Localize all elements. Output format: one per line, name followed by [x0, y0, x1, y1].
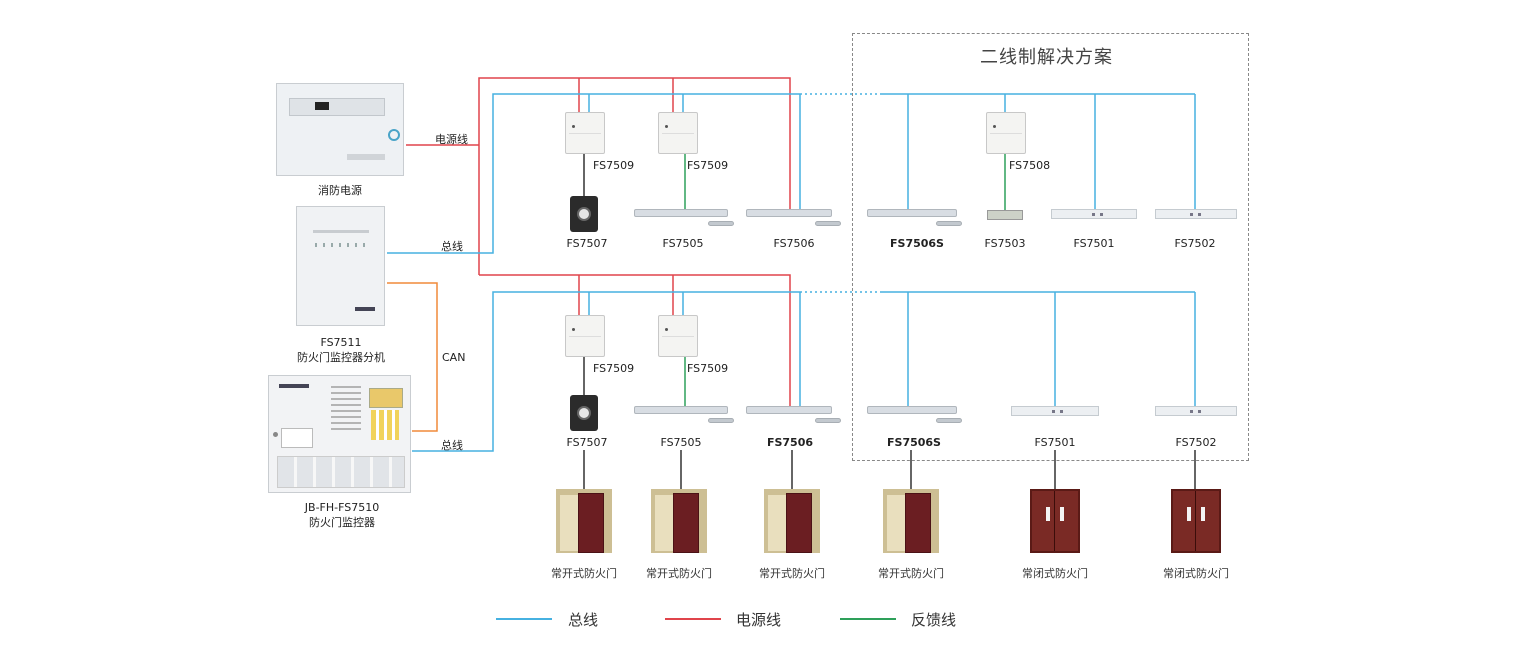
- legend-label-bus: 总线: [568, 611, 599, 629]
- two-wire-solution-box: [852, 33, 1249, 461]
- fire-power-supply: [276, 83, 404, 176]
- lock-icon: [273, 432, 278, 437]
- device-label: FS7502: [1174, 237, 1216, 250]
- module-label: FS7508: [1009, 159, 1051, 172]
- door-closer-icon: [867, 406, 957, 414]
- module-label: FS7509: [687, 159, 729, 172]
- door-caption: 常闭式防火门: [1022, 567, 1088, 580]
- device-label: FS7506: [773, 237, 815, 250]
- screen-display: [369, 388, 403, 408]
- sub-unit-name: 防火门监控器分机: [297, 351, 385, 364]
- module-label: FS7509: [687, 362, 729, 375]
- legend-swatch-power: [665, 618, 721, 620]
- bus-wire-label-bottom: 总线: [441, 439, 463, 452]
- electric-lock-icon: [987, 210, 1023, 220]
- power-line-trunk: [478, 77, 791, 275]
- door-closer-arm: [936, 221, 962, 226]
- module-fs7508-top: [986, 112, 1026, 154]
- door-sensor-strip-icon: [1155, 209, 1237, 219]
- door-closer-icon: [867, 209, 957, 217]
- device-label: FS7506S: [890, 237, 944, 250]
- bus-line-top-feed: [387, 93, 800, 254]
- device-label: FS7506: [766, 436, 814, 449]
- door-caption: 常开式防火门: [646, 567, 712, 580]
- legend-label-power: 电源线: [736, 611, 782, 629]
- module-fs7509-top-2: [658, 112, 698, 154]
- bus-wire-label-top: 总线: [441, 240, 463, 253]
- device-label: FS7501: [1034, 436, 1076, 449]
- device-label: FS7505: [660, 436, 702, 449]
- power-line-bottom: [479, 274, 791, 410]
- device-label: FS7507: [566, 237, 608, 250]
- main-unit-model: JB-FH-FS7510: [304, 501, 380, 514]
- power-indicator-icon: [388, 129, 400, 141]
- door-closer-arm: [708, 221, 734, 226]
- fs7510-main-unit: [268, 375, 411, 493]
- door-caption: 常开式防火门: [551, 567, 617, 580]
- legend-swatch-feedback: [840, 618, 896, 620]
- device-label: FS7506S: [887, 436, 941, 449]
- door-caption: 常开式防火门: [759, 567, 825, 580]
- door-closer-icon: [634, 209, 728, 217]
- open-fire-door-icon: [651, 489, 707, 553]
- device-label: FS7507: [566, 436, 608, 449]
- can-line: [387, 282, 438, 432]
- module-fs7509-bottom-1: [565, 315, 605, 357]
- door-sensor-strip-icon: [1155, 406, 1237, 416]
- door-closer-icon: [746, 406, 832, 414]
- device-label: FS7503: [984, 237, 1026, 250]
- door-closer-icon: [746, 209, 832, 217]
- device-label: FS7502: [1175, 436, 1217, 449]
- magnet-holder-icon: [570, 395, 598, 431]
- solution-title: 二线制解决方案: [980, 47, 1113, 68]
- door-closer-arm: [936, 418, 962, 423]
- module-fs7509-bottom-2: [658, 315, 698, 357]
- legend-label-feedback: 反馈线: [911, 611, 957, 629]
- main-unit-name: 防火门监控器: [308, 516, 375, 529]
- door-sensor-strip-icon: [1051, 209, 1137, 219]
- door-caption: 常开式防火门: [878, 567, 944, 580]
- open-fire-door-icon: [764, 489, 820, 553]
- open-fire-door-icon: [556, 489, 612, 553]
- module-label: FS7509: [593, 159, 635, 172]
- door-sensor-strip-icon: [1011, 406, 1099, 416]
- module-fs7509-top-1: [565, 112, 605, 154]
- door-closer-arm: [708, 418, 734, 423]
- closed-fire-door-icon: [1171, 489, 1221, 553]
- device-label: FS7501: [1073, 237, 1115, 250]
- device-label: FS7505: [662, 237, 704, 250]
- power-supply-label: 消防电源: [318, 184, 362, 197]
- can-wire-label: CAN: [442, 351, 466, 364]
- door-closer-arm: [815, 221, 841, 226]
- keypad: [371, 410, 399, 440]
- closed-fire-door-icon: [1030, 489, 1080, 553]
- door-closer-arm: [815, 418, 841, 423]
- power-wire-label: 电源线: [435, 133, 468, 146]
- magnet-holder-icon: [570, 196, 598, 232]
- fs7511-sub-unit: [296, 206, 385, 326]
- open-fire-door-icon: [883, 489, 939, 553]
- door-caption: 常闭式防火门: [1163, 567, 1229, 580]
- bus-line-bottom-feed: [412, 291, 800, 452]
- legend-swatch-bus: [496, 618, 552, 620]
- sub-unit-model: FS7511: [320, 336, 362, 349]
- door-closer-icon: [634, 406, 728, 414]
- module-label: FS7509: [593, 362, 635, 375]
